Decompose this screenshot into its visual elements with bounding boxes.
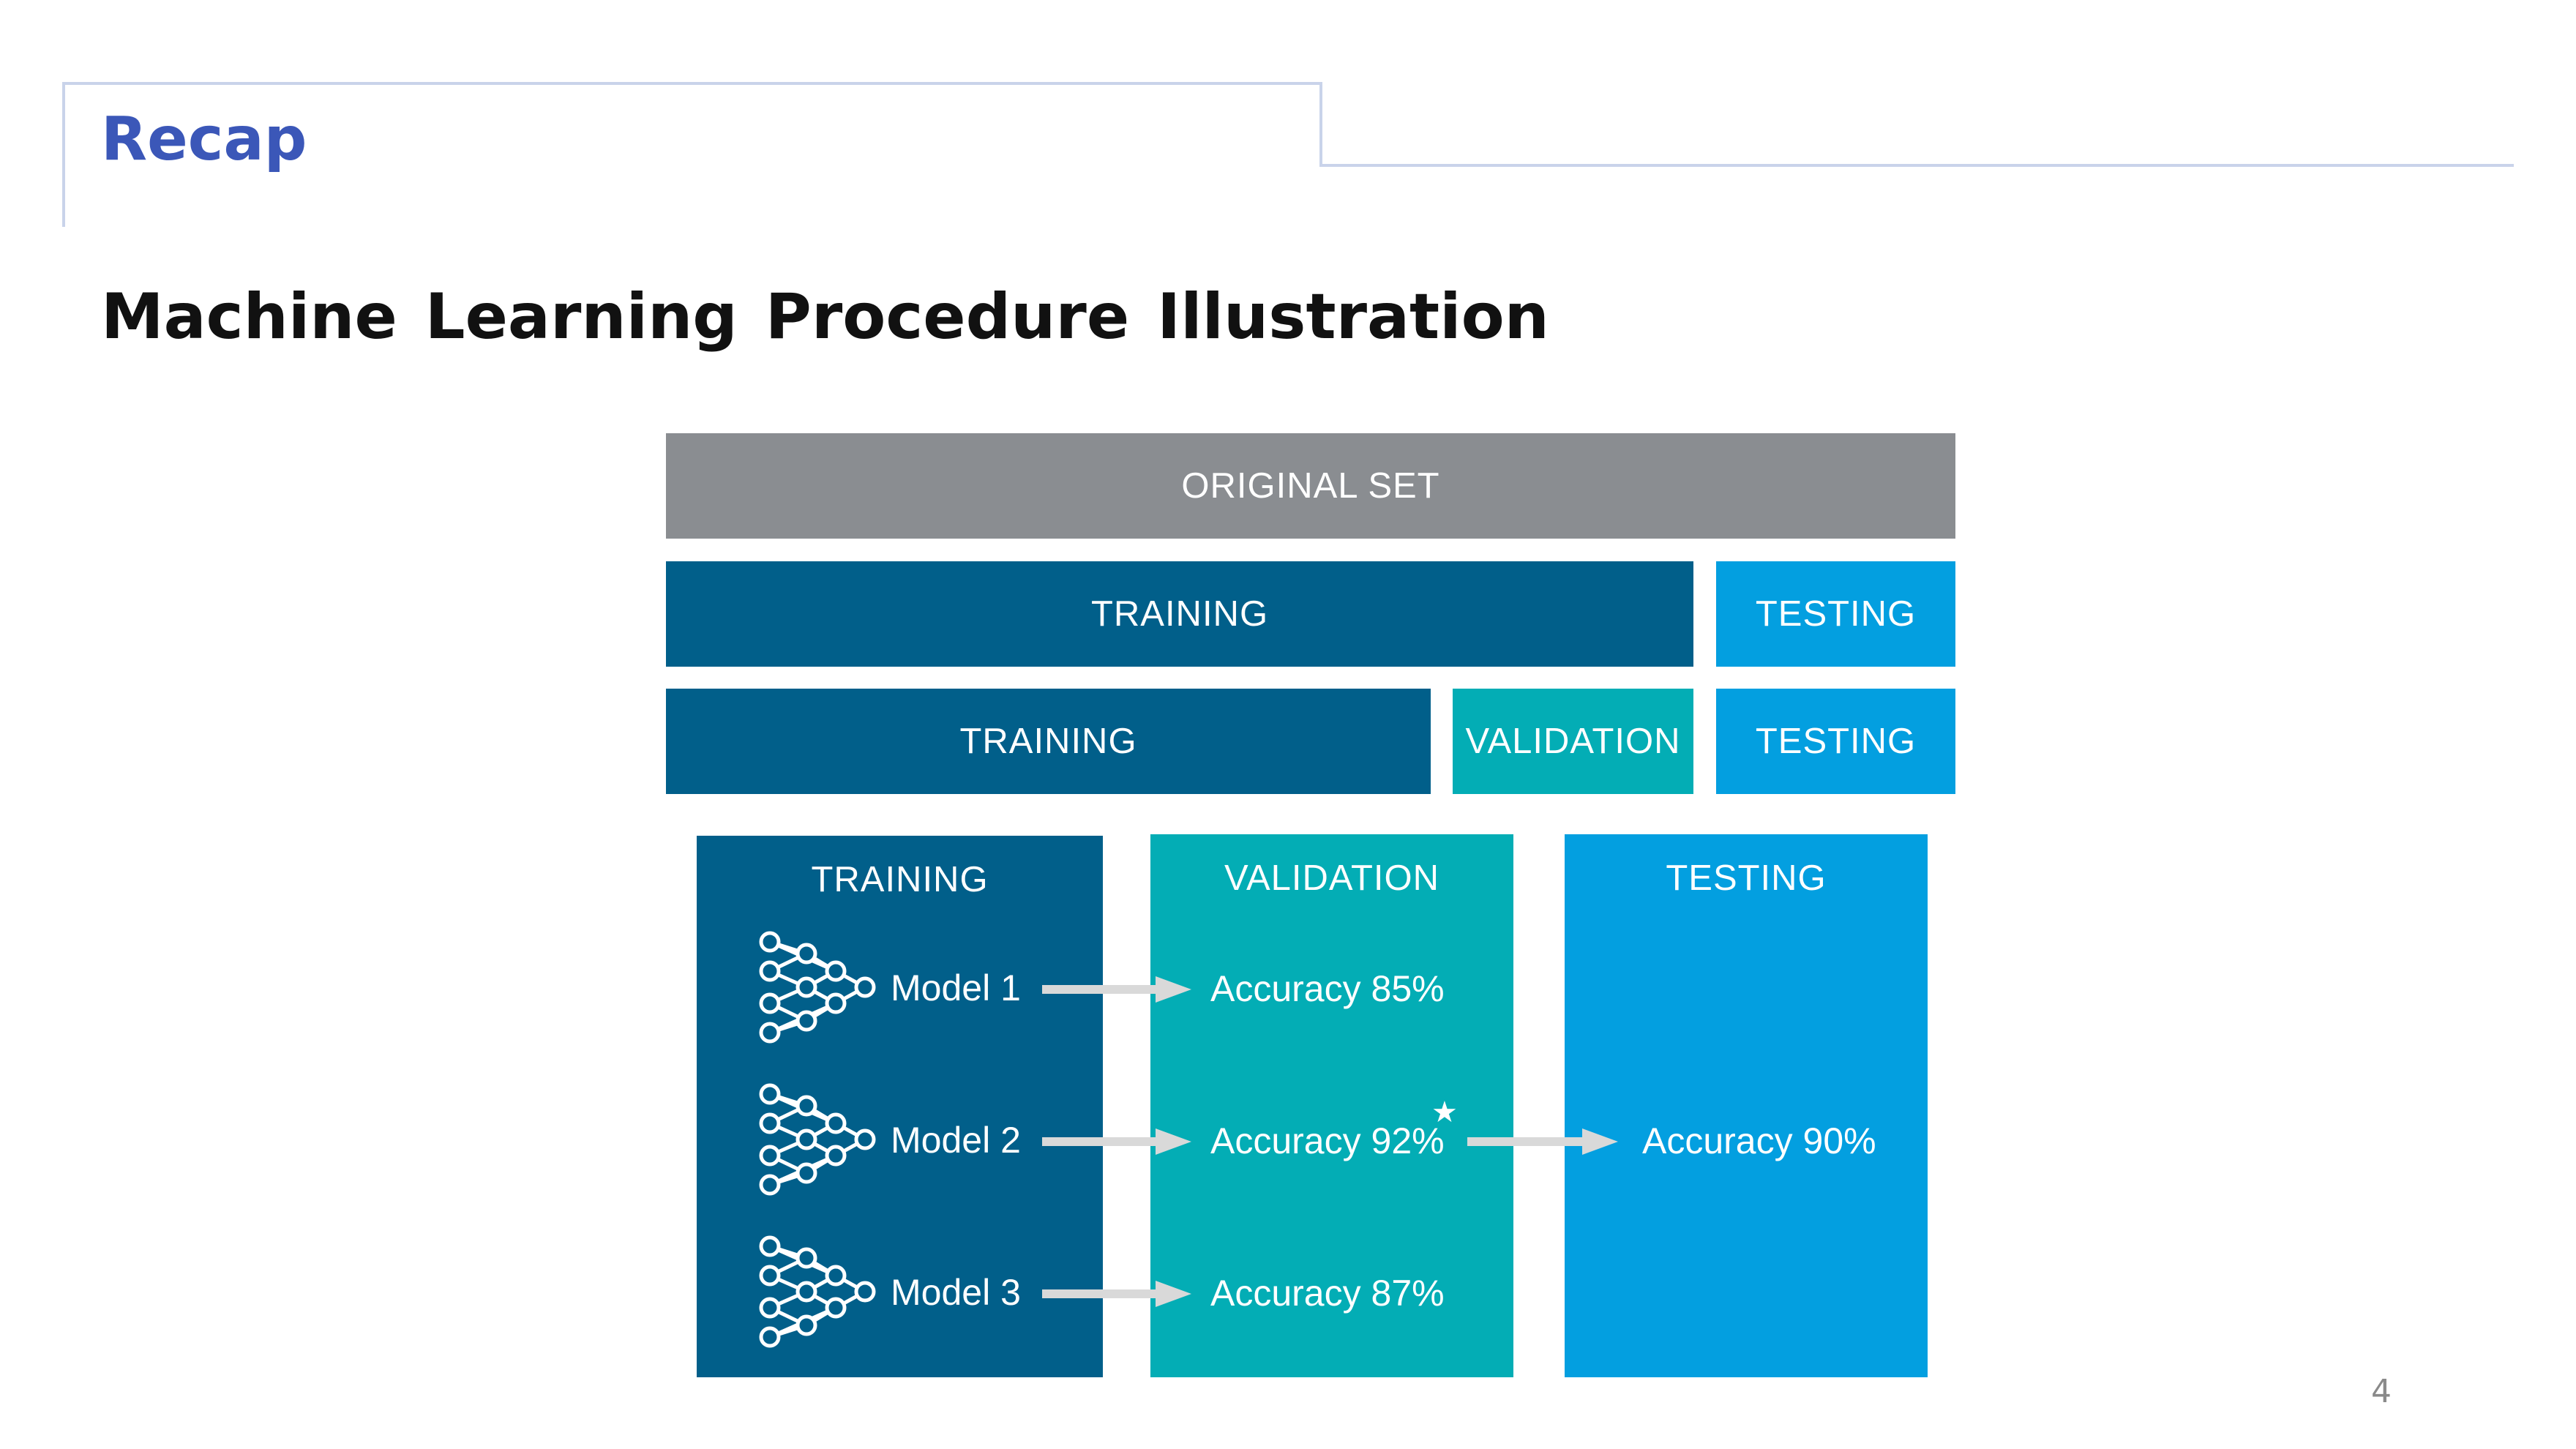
page-number: 4 <box>2371 1373 2392 1410</box>
training-bar-row3: TRAINING <box>666 689 1431 794</box>
validation-panel-title: VALIDATION <box>1224 858 1440 898</box>
arrow-right-icon <box>1042 1281 1191 1307</box>
model-2-label: Model 2 <box>891 1120 1021 1161</box>
neural-network-icon <box>759 931 876 1044</box>
training-label-row3: TRAINING <box>959 722 1137 761</box>
training-label-row2: TRAINING <box>1090 594 1269 634</box>
training-panel-title: TRAINING <box>811 860 989 899</box>
validation-bar-row3: VALIDATION <box>1453 689 1693 794</box>
model-3-row: Model 3 <box>697 1233 1107 1350</box>
accuracy-2-label: Accuracy 92% <box>1210 1120 1445 1161</box>
model-1-row: Model 1 <box>697 929 1107 1046</box>
testing-bar-row3: TESTING <box>1716 689 1955 794</box>
original-set-bar: ORIGINAL SET <box>666 433 1955 539</box>
accuracy-3-label: Accuracy 87% <box>1210 1273 1445 1314</box>
model-2-row: Model 2 <box>697 1081 1107 1198</box>
training-panel: TRAINING Model 1 <box>697 836 1103 1377</box>
test-accuracy-label: Accuracy 90% <box>1642 1120 1876 1161</box>
neural-network-icon <box>759 1083 876 1196</box>
validation-label-row3: VALIDATION <box>1465 722 1681 761</box>
neural-network-icon <box>759 1235 876 1348</box>
arrow-right-icon <box>1467 1128 1618 1155</box>
header-frame-step <box>1319 82 1322 167</box>
testing-panel-title: TESTING <box>1666 858 1827 898</box>
model-3-label: Model 3 <box>891 1272 1021 1313</box>
header-frame-left <box>62 82 65 227</box>
testing-label-row3: TESTING <box>1755 722 1917 761</box>
testing-panel: TESTING Accuracy 90% <box>1565 834 1928 1377</box>
testing-label-row2: TESTING <box>1755 594 1917 634</box>
section-heading: Recap <box>101 105 307 174</box>
training-bar-row2: TRAINING <box>666 561 1693 667</box>
header-frame-rule <box>1319 164 2514 167</box>
testing-bar-row2: TESTING <box>1716 561 1955 667</box>
validation-panel: VALIDATION Accuracy 85% Accuracy 92% ★ A… <box>1150 834 1513 1377</box>
model-1-label: Model 1 <box>891 967 1021 1008</box>
slide-title: Machine Learning Procedure Illustration <box>101 280 1549 353</box>
arrow-right-icon <box>1042 976 1191 1003</box>
accuracy-1-label: Accuracy 85% <box>1210 968 1445 1009</box>
header-frame-top <box>62 82 1322 85</box>
arrow-right-icon <box>1042 1128 1191 1155</box>
original-set-label: ORIGINAL SET <box>1181 466 1440 506</box>
star-icon: ★ <box>1431 1096 1458 1128</box>
